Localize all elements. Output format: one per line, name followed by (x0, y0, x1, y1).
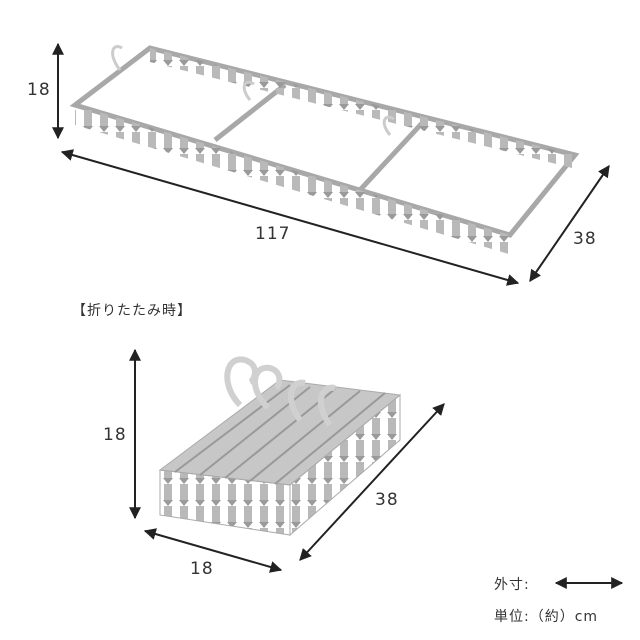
unit-label: 単位:（約）cm (494, 609, 599, 625)
folded-height-label: 18 (103, 425, 127, 445)
folded-depth-label: 38 (375, 490, 399, 510)
height-label: 18 (27, 80, 51, 100)
depth-arrow (529, 165, 610, 282)
folded-width-label: 18 (190, 559, 214, 579)
folded-depth-arrow (299, 403, 445, 561)
folded-width-arrow (143, 528, 283, 573)
length-label: 117 (255, 224, 291, 244)
folded-hanger-image (158, 356, 402, 537)
outer-dimension-label: 外寸: (494, 577, 530, 593)
depth-label: 38 (573, 229, 597, 249)
unfolded-hanger-image (69, 45, 580, 255)
folded-title: 【折りたたみ時】 (72, 303, 192, 319)
length-arrow (60, 149, 520, 286)
